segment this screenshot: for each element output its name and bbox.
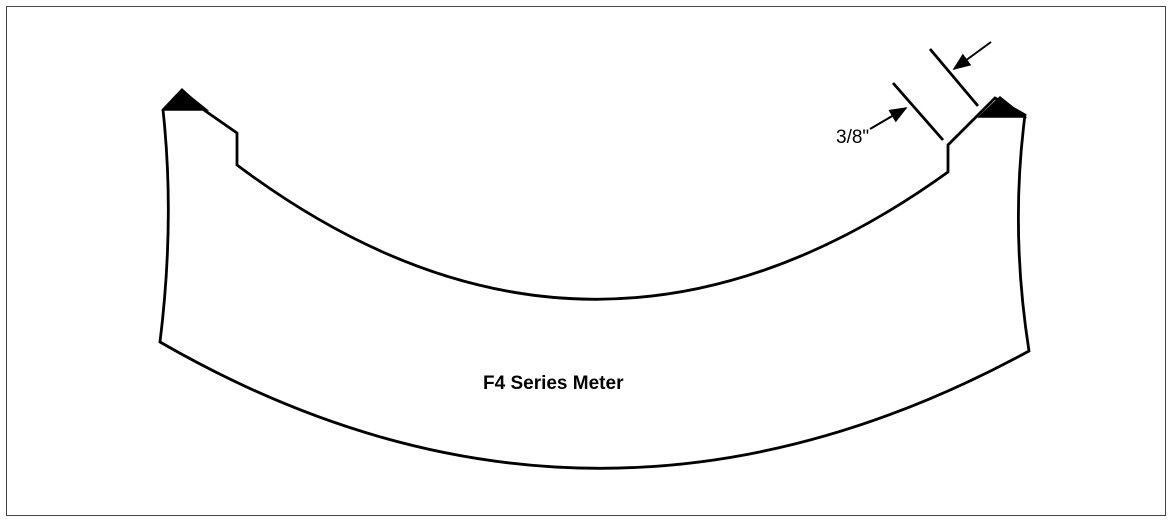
dimension-extension-line-lower [891,82,945,141]
left-corner-tab [161,88,210,111]
dimension-extension-line-upper [928,48,980,107]
dimension-label: 3/8" [836,127,869,148]
right-corner-tab [977,96,1028,118]
meter-label: F4 Series Meter [483,373,624,394]
dimension-arrow-upper [952,41,992,71]
dimension-arrow-lower [869,107,908,130]
meter-outline [158,88,1031,470]
